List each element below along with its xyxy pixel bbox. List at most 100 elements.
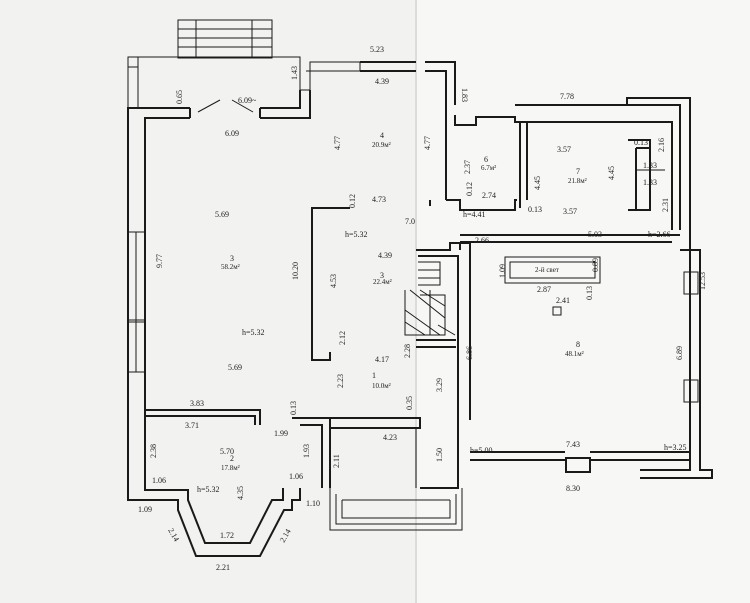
svg-text:1.10: 1.10 (306, 499, 320, 508)
svg-text:7.0: 7.0 (405, 217, 415, 226)
svg-text:1.06: 1.06 (289, 472, 303, 481)
svg-text:17.8м²: 17.8м² (221, 464, 240, 472)
svg-text:h=5.32: h=5.32 (345, 230, 368, 239)
svg-text:3.83: 3.83 (190, 399, 204, 408)
svg-text:6.09: 6.09 (225, 129, 239, 138)
svg-text:5.69: 5.69 (228, 363, 242, 372)
svg-text:4.39: 4.39 (375, 77, 389, 86)
svg-text:2.16: 2.16 (657, 138, 666, 152)
svg-text:h=5.00: h=5.00 (470, 446, 493, 455)
svg-text:1.33: 1.33 (643, 161, 657, 170)
svg-text:6: 6 (484, 155, 488, 164)
paper-sheet-left (0, 0, 416, 603)
svg-text:7.43: 7.43 (566, 440, 580, 449)
svg-text:4.17: 4.17 (375, 355, 389, 364)
terrace-post (127, 56, 139, 68)
svg-text:4.73: 4.73 (372, 195, 386, 204)
staircase (404, 261, 456, 336)
svg-text:2: 2 (230, 454, 234, 463)
porch-steps (329, 488, 463, 531)
svg-text:1.50: 1.50 (435, 448, 444, 462)
terrace-steps (177, 19, 273, 59)
svg-text:2.14: 2.14 (166, 527, 181, 544)
svg-text:4.23: 4.23 (383, 433, 397, 442)
svg-text:2.28: 2.28 (403, 344, 412, 358)
svg-text:7.78: 7.78 (560, 92, 574, 101)
svg-text:4.45: 4.45 (533, 176, 542, 190)
svg-text:1.72: 1.72 (220, 531, 234, 540)
center-walls (330, 61, 528, 489)
window-markers (127, 231, 146, 373)
svg-text:0.35: 0.35 (405, 396, 414, 410)
svg-text:2.38: 2.38 (149, 444, 158, 458)
svg-text:3: 3 (230, 254, 234, 263)
svg-text:2.74: 2.74 (482, 191, 496, 200)
svg-text:3.57: 3.57 (557, 145, 571, 154)
svg-text:0.13: 0.13 (289, 401, 298, 415)
right-block-walls (459, 97, 713, 479)
svg-text:4.53: 4.53 (329, 274, 338, 288)
svg-text:20.9м²: 20.9м² (372, 141, 391, 149)
svg-text:h=5.32: h=5.32 (197, 485, 220, 494)
svg-text:2.14: 2.14 (278, 527, 293, 544)
svg-text:5.69: 5.69 (215, 210, 229, 219)
svg-text:3.29: 3.29 (435, 378, 444, 392)
svg-text:0.12: 0.12 (348, 194, 357, 208)
svg-text:48.1м²: 48.1м² (565, 350, 584, 358)
paper-sheet-right (416, 0, 750, 603)
room-labels: 1 10.0м² 2 17.8м² 3 58.2м² 3 22.4м² 4 20… (221, 131, 587, 472)
svg-text:5.23: 5.23 (370, 45, 384, 54)
svg-text:12.53: 12.53 (698, 272, 707, 290)
svg-text:4.77: 4.77 (423, 136, 432, 150)
svg-text:3: 3 (380, 271, 384, 280)
svg-text:2.41: 2.41 (556, 296, 570, 305)
svg-text:4.77: 4.77 (333, 136, 342, 150)
svg-text:0.13: 0.13 (634, 138, 648, 147)
svg-text:58.2м²: 58.2м² (221, 263, 240, 271)
svg-text:3.57: 3.57 (563, 207, 577, 216)
svg-text:6.86: 6.86 (465, 346, 474, 360)
svg-text:h=5.32: h=5.32 (242, 328, 265, 337)
svg-text:2-й свет: 2-й свет (535, 266, 559, 274)
svg-text:1.09: 1.09 (498, 264, 507, 278)
paper-fold-line (415, 0, 417, 603)
svg-text:1.06: 1.06 (152, 476, 166, 485)
svg-text:2.12: 2.12 (338, 331, 347, 345)
svg-text:4.45: 4.45 (607, 166, 616, 180)
svg-text:2.11: 2.11 (332, 454, 341, 468)
svg-text:2.87: 2.87 (537, 285, 551, 294)
svg-text:1.43: 1.43 (290, 66, 299, 80)
svg-text:10.20: 10.20 (291, 262, 300, 280)
svg-text:h=4.41: h=4.41 (463, 210, 486, 219)
svg-text:2.37: 2.37 (463, 160, 472, 174)
svg-text:1: 1 (372, 371, 376, 380)
svg-text:1.99: 1.99 (274, 429, 288, 438)
svg-text:7: 7 (576, 167, 580, 176)
svg-text:4.35: 4.35 (236, 486, 245, 500)
svg-text:1.09: 1.09 (138, 505, 152, 514)
svg-text:2.23: 2.23 (336, 374, 345, 388)
svg-text:h=2.66: h=2.66 (648, 230, 671, 239)
svg-text:1.83: 1.83 (460, 88, 469, 102)
svg-text:0.13: 0.13 (585, 286, 594, 300)
svg-text:6.89: 6.89 (675, 346, 684, 360)
svg-text:21.8м²: 21.8м² (568, 177, 587, 185)
svg-text:2.31: 2.31 (661, 198, 670, 212)
svg-text:3.71: 3.71 (185, 421, 199, 430)
svg-text:5.03: 5.03 (588, 230, 602, 239)
svg-text:4.39: 4.39 (378, 251, 392, 260)
svg-text:8: 8 (576, 340, 580, 349)
terrace-outline (128, 56, 361, 91)
svg-text:2.66: 2.66 (475, 236, 489, 245)
svg-text:6.7м²: 6.7м² (481, 164, 496, 172)
svg-text:0.13: 0.13 (528, 205, 542, 214)
svg-text:h=3.25: h=3.25 (664, 443, 687, 452)
svg-text:10.0м²: 10.0м² (372, 382, 391, 390)
svg-text:0.65: 0.65 (175, 90, 184, 104)
svg-text:8.30: 8.30 (566, 484, 580, 493)
svg-text:22.4м²: 22.4м² (373, 278, 392, 286)
svg-text:2.21: 2.21 (216, 563, 230, 572)
svg-text:1.93: 1.93 (302, 444, 311, 458)
svg-text:0.89: 0.89 (591, 258, 600, 272)
